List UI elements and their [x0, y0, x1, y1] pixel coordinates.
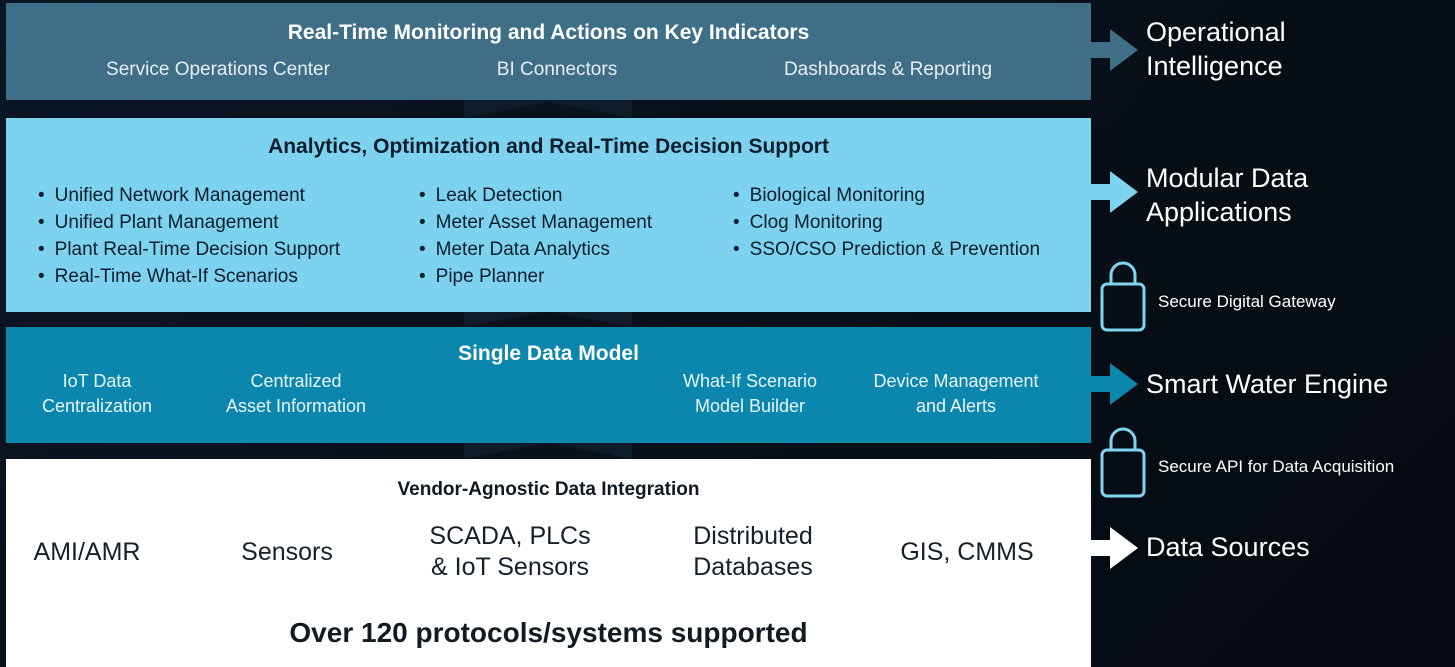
label-line: and Alerts — [915, 396, 997, 416]
label-line: Distributed — [693, 522, 813, 550]
integration-layer: Vendor-Agnostic Data Integration AMI/AMR… — [6, 459, 1091, 667]
analytics-column-1: Unified Network Management Unified Plant… — [38, 182, 340, 290]
data-model-layer-title: Single Data Model — [458, 342, 639, 365]
data-model-layer: Single Data Model IoT Data Centralizatio… — [6, 327, 1091, 443]
analytics-layer: Analytics, Optimization and Real-Time De… — [6, 118, 1091, 312]
ami-amr-label: AMI/AMR — [33, 538, 141, 566]
bullet-item: Plant Real-Time Decision Support — [38, 236, 340, 263]
label-line: Centralized — [250, 371, 342, 391]
label-line: & IoT Sensors — [431, 553, 589, 581]
operational-layer-title: Real-Time Monitoring and Actions on Key … — [287, 21, 810, 44]
label-line: Operational — [1146, 17, 1286, 47]
what-if-scenario-label: What-If Scenario Model Builder — [683, 369, 817, 419]
label-line: Databases — [693, 553, 813, 581]
centralized-asset-information-label: Centralized Asset Information — [226, 369, 366, 419]
label-line: Modular Data — [1146, 163, 1309, 193]
integration-layer-title: Vendor-Agnostic Data Integration — [397, 479, 700, 500]
lock-icon — [1100, 427, 1146, 498]
gis-cmms-label: GIS, CMMS — [900, 538, 1034, 566]
label-line: Model Builder — [694, 396, 806, 416]
bullet-item: Leak Detection — [419, 182, 652, 209]
label-line: SCADA, PLCs — [429, 522, 591, 550]
analytics-column-2: Leak Detection Meter Asset Management Me… — [419, 182, 653, 290]
arrow-right-icon — [1090, 527, 1138, 569]
bullet-item: SSO/CSO Prediction & Prevention — [733, 236, 1040, 263]
bullet-item: Unified Plant Management — [38, 209, 340, 236]
secure-api-label: Secure API for Data Acquisition — [1158, 457, 1395, 476]
scada-plcs-label: SCADA, PLCs & IoT Sensors — [429, 521, 590, 583]
secure-digital-gateway-label: Secure Digital Gateway — [1158, 292, 1336, 311]
sensors-label: Sensors — [241, 538, 333, 566]
service-operations-center-label: Service Operations Center — [106, 59, 330, 80]
bullet-item: Biological Monitoring — [733, 182, 1040, 209]
arrow-right-icon — [1090, 171, 1138, 213]
data-sources-label: Data Sources — [1146, 532, 1310, 562]
label-line: Asset Information — [225, 396, 367, 416]
modular-data-applications-label: Modular Data Applications — [1146, 161, 1308, 229]
label-line: IoT Data — [62, 371, 132, 391]
lock-icon — [1100, 261, 1146, 332]
label-line: Centralization — [41, 396, 153, 416]
analytics-layer-title: Analytics, Optimization and Real-Time De… — [268, 135, 829, 158]
analytics-column-3: Biological Monitoring Clog Monitoring SS… — [733, 182, 1040, 263]
operational-layer: Real-Time Monitoring and Actions on Key … — [6, 3, 1091, 100]
dashboards-reporting-label: Dashboards & Reporting — [783, 59, 993, 80]
distributed-databases-label: Distributed Databases — [693, 521, 813, 583]
label-line: What-If Scenario — [682, 371, 818, 391]
smart-water-engine-label: Smart Water Engine — [1146, 369, 1389, 399]
iot-data-centralization-label: IoT Data Centralization — [42, 369, 152, 419]
label-line: Device Management — [873, 371, 1039, 391]
bullet-item: Pipe Planner — [419, 263, 652, 290]
protocols-supported-footer: Over 120 protocols/systems supported — [289, 617, 808, 648]
label-line: Intelligence — [1146, 51, 1283, 81]
bullet-item: Meter Data Analytics — [419, 236, 652, 263]
device-management-label: Device Management and Alerts — [873, 369, 1038, 419]
operational-intelligence-label: Operational Intelligence — [1146, 15, 1286, 83]
bullet-item: Meter Asset Management — [419, 209, 653, 236]
bi-connectors-label: BI Connectors — [496, 59, 618, 80]
bullet-item: Clog Monitoring — [733, 209, 1040, 236]
bullet-item: Real-Time What-If Scenarios — [38, 263, 340, 290]
arrow-right-icon — [1090, 363, 1138, 405]
bullet-item: Unified Network Management — [38, 182, 340, 209]
label-line: Applications — [1146, 197, 1292, 227]
arrow-right-icon — [1090, 29, 1138, 71]
